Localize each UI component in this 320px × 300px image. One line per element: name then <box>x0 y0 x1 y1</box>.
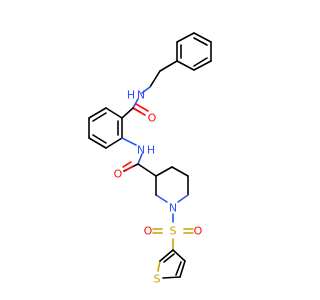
bond <box>193 37 208 46</box>
bond <box>132 107 146 116</box>
phenyl-ring <box>176 32 212 71</box>
bond <box>177 194 189 203</box>
bond <box>163 253 175 263</box>
atom-o: O <box>114 168 123 181</box>
bond <box>122 161 132 168</box>
atom-n: N <box>169 202 177 215</box>
bond <box>149 70 161 88</box>
atom-h: H <box>127 89 135 102</box>
benzene-ring <box>88 107 123 149</box>
atom-h: H <box>147 144 155 157</box>
atom-n: N <box>137 89 145 102</box>
bond <box>121 137 137 146</box>
bond <box>137 153 143 165</box>
bond <box>193 57 208 67</box>
bond <box>193 32 212 43</box>
bond <box>176 32 195 43</box>
bond <box>92 134 107 144</box>
bond <box>172 249 186 262</box>
atom-labels: N H O N H O N S O O S <box>114 89 203 286</box>
bond <box>88 107 107 119</box>
atom-s: S <box>154 273 161 286</box>
bond <box>105 137 123 149</box>
bond <box>171 166 189 177</box>
bond <box>105 107 123 119</box>
bond <box>162 276 181 279</box>
bond <box>135 103 149 112</box>
bond <box>88 137 107 149</box>
bond <box>175 261 182 276</box>
thiophene-ring <box>157 249 186 279</box>
bond <box>141 86 151 94</box>
bond <box>121 107 134 119</box>
bond <box>124 165 134 172</box>
atom-o: O <box>148 112 157 125</box>
bond <box>155 194 168 203</box>
bond <box>159 60 178 72</box>
piperidine-ring <box>155 166 189 203</box>
atom-o: O <box>194 225 203 238</box>
atom-n: N <box>137 144 145 157</box>
bond <box>157 260 161 272</box>
bond <box>179 260 186 278</box>
bond <box>137 163 157 177</box>
molecule-structure: N H O N H O N S O O S <box>88 32 212 286</box>
bond <box>159 249 174 262</box>
bond <box>193 60 212 71</box>
bond <box>176 60 195 71</box>
atom-s: S <box>170 225 177 238</box>
bond <box>155 166 173 177</box>
bond <box>92 112 107 122</box>
atom-o: O <box>144 225 153 238</box>
